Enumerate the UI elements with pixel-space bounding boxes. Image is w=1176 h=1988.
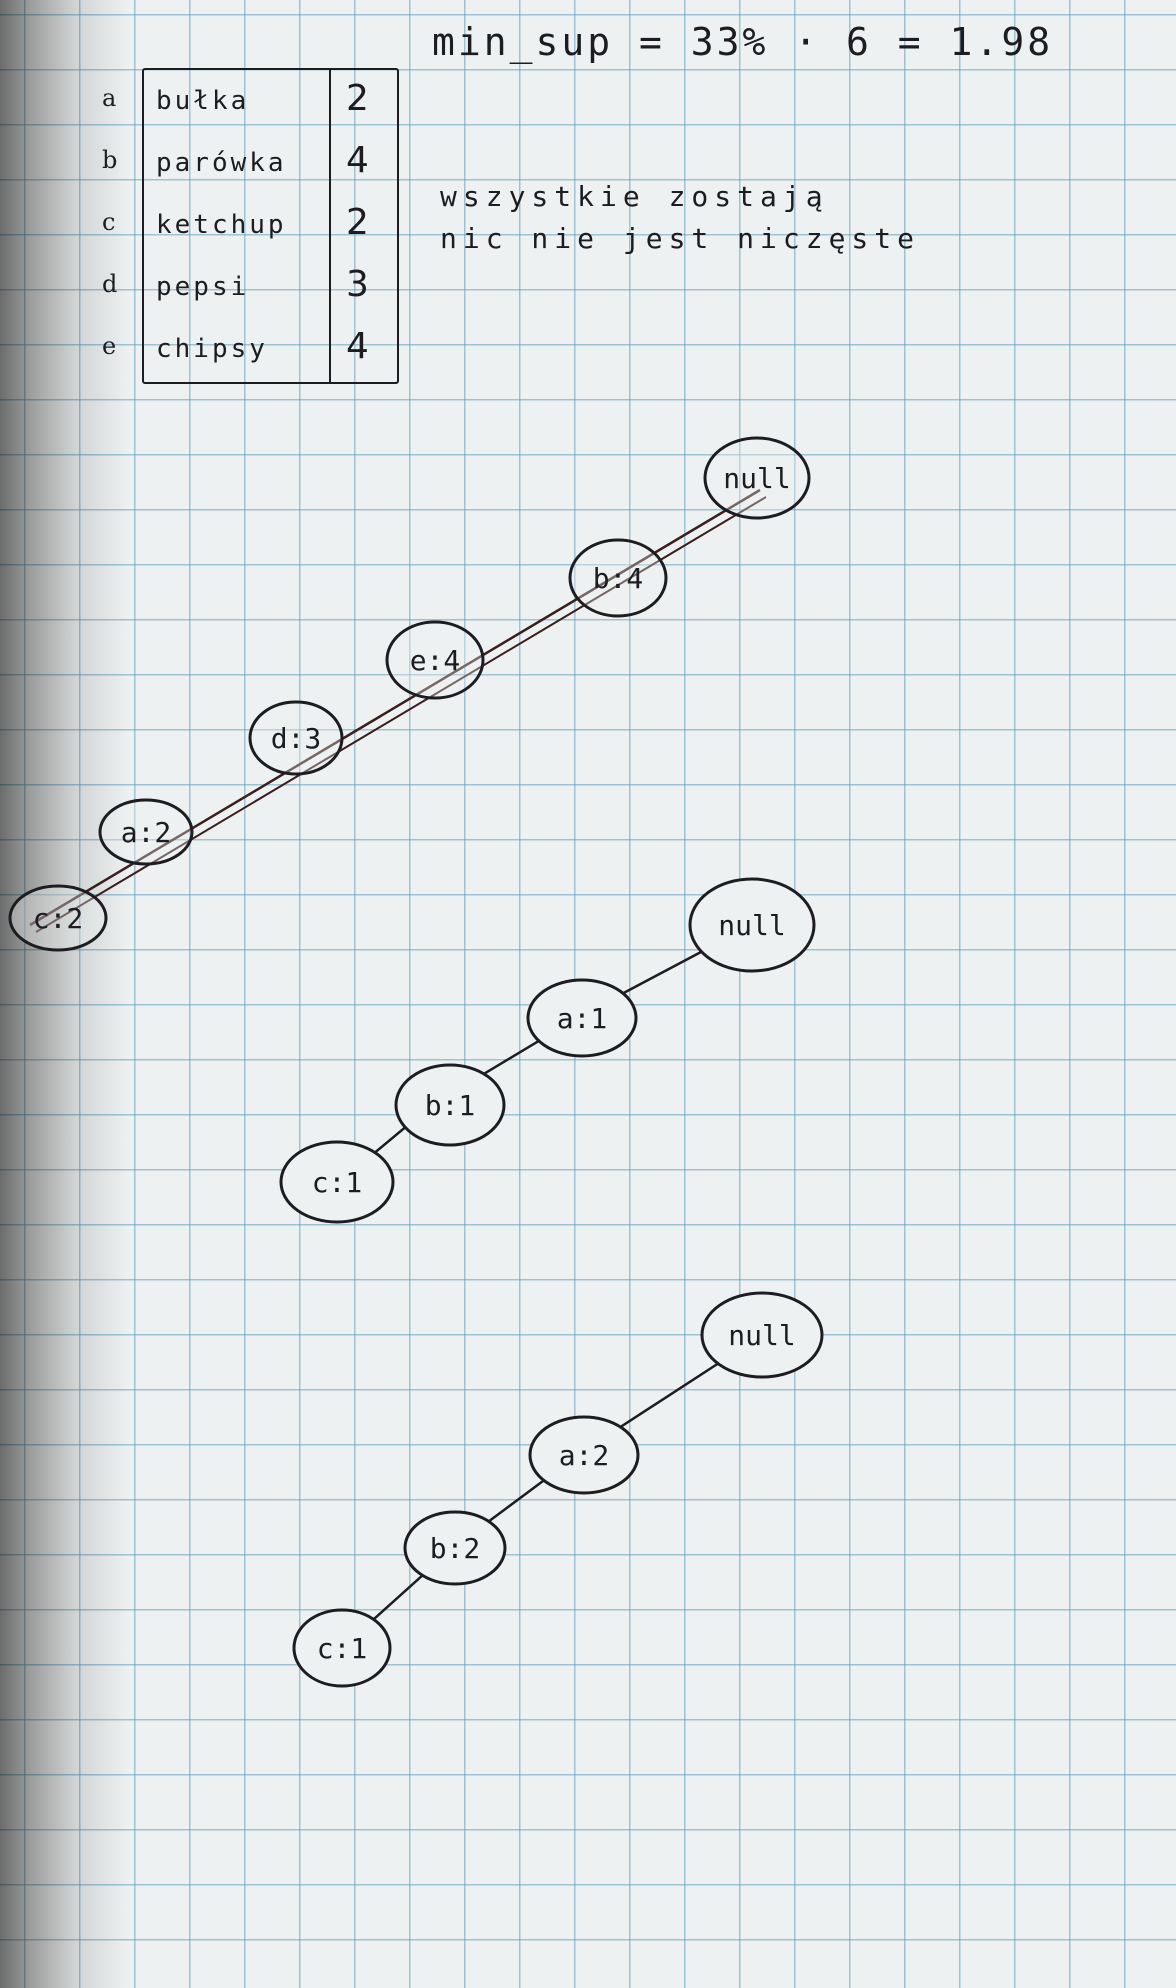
- fp-tree-1: null b:4 e:4 d:3 a:2 c:2: [8, 436, 811, 952]
- item-count: 2: [346, 78, 369, 119]
- table-row: b parówka 4: [102, 132, 397, 194]
- node-label: null: [728, 1319, 795, 1352]
- item-letter: a: [102, 84, 117, 112]
- table-row: a bułka 2: [102, 70, 397, 132]
- item-count: 4: [346, 326, 369, 367]
- node-label: e:4: [410, 644, 461, 677]
- item-count: 3: [346, 264, 369, 305]
- node-label: a:2: [121, 816, 172, 849]
- tree-node: a:2: [528, 1415, 640, 1495]
- tree-node: c:1: [292, 1608, 392, 1688]
- tree-node: b:1: [394, 1063, 506, 1147]
- item-count: 2: [346, 202, 369, 243]
- node-label: a:2: [559, 1439, 610, 1472]
- fp-tree-3: null a:2 b:2 c:1: [292, 1291, 824, 1688]
- node-label: c:1: [317, 1632, 368, 1665]
- node-label: b:4: [593, 562, 644, 595]
- item-count-table: a bułka 2 b parówka 4 c ketchup 2 d peps…: [102, 68, 399, 384]
- item-name: ketchup: [156, 210, 287, 240]
- note-line-2: nic nie jest niczęste: [440, 222, 921, 255]
- tree-node: null: [700, 1291, 824, 1379]
- node-label: c:2: [33, 902, 84, 935]
- item-name: pepsi: [156, 272, 250, 302]
- tree-branch: [35, 496, 767, 933]
- item-name: bułka: [156, 86, 250, 116]
- node-label: b:1: [425, 1089, 476, 1122]
- tree-node: a:1: [526, 978, 638, 1058]
- item-letter: c: [102, 208, 116, 236]
- item-name: parówka: [156, 148, 287, 178]
- table-row: e chipsy 4: [102, 318, 397, 380]
- item-letter: b: [102, 146, 118, 174]
- tree-branch: [344, 1333, 763, 1646]
- tree-node: b:4: [568, 538, 668, 618]
- tree-branch: [341, 923, 753, 1181]
- node-label: b:2: [430, 1532, 481, 1565]
- node-label: null: [718, 909, 785, 942]
- min-support-formula: min_sup = 33% · 6 = 1.98: [432, 20, 1054, 64]
- item-letter: e: [102, 332, 117, 360]
- tree-node: c:1: [279, 1140, 395, 1224]
- node-label: d:3: [271, 722, 322, 755]
- fp-tree-2: null a:1 b:1 c:1: [279, 877, 816, 1224]
- tree-node: a:2: [98, 798, 194, 866]
- note-line-1: wszystkie zostają: [440, 180, 829, 213]
- item-name: chipsy: [156, 334, 268, 364]
- node-label: null: [723, 462, 790, 495]
- table-row: c ketchup 2: [102, 194, 397, 256]
- tree-node: c:2: [8, 884, 108, 952]
- item-count: 4: [346, 140, 369, 181]
- tree-node: e:4: [385, 620, 485, 700]
- tree-node: b:2: [403, 1510, 507, 1586]
- tree-branch: [29, 488, 761, 927]
- table-column-divider: [329, 70, 331, 382]
- tree-node: d:3: [248, 700, 344, 776]
- item-letter: d: [102, 270, 118, 298]
- tree-node: null: [688, 877, 816, 973]
- table-row: d pepsi 3: [102, 256, 397, 318]
- node-label: c:1: [312, 1166, 363, 1199]
- tree-node: null: [703, 436, 811, 520]
- node-label: a:1: [557, 1002, 608, 1035]
